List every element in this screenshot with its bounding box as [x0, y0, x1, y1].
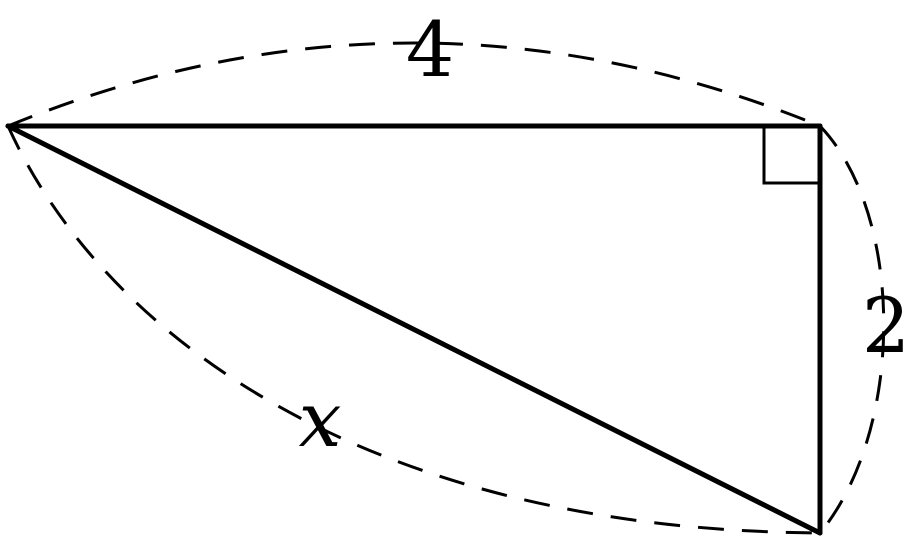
right-side-label: 2: [862, 281, 910, 370]
hypotenuse-dimension-arc: [6, 125, 821, 535]
top-side-label: 4: [406, 5, 454, 94]
right-dimension-arc: [818, 124, 886, 534]
right-angle-marker: [762, 126, 820, 185]
hypotenuse-side: [5, 123, 823, 536]
hypotenuse-label: x: [299, 375, 342, 464]
top-dimension-arc: [7, 41, 821, 128]
